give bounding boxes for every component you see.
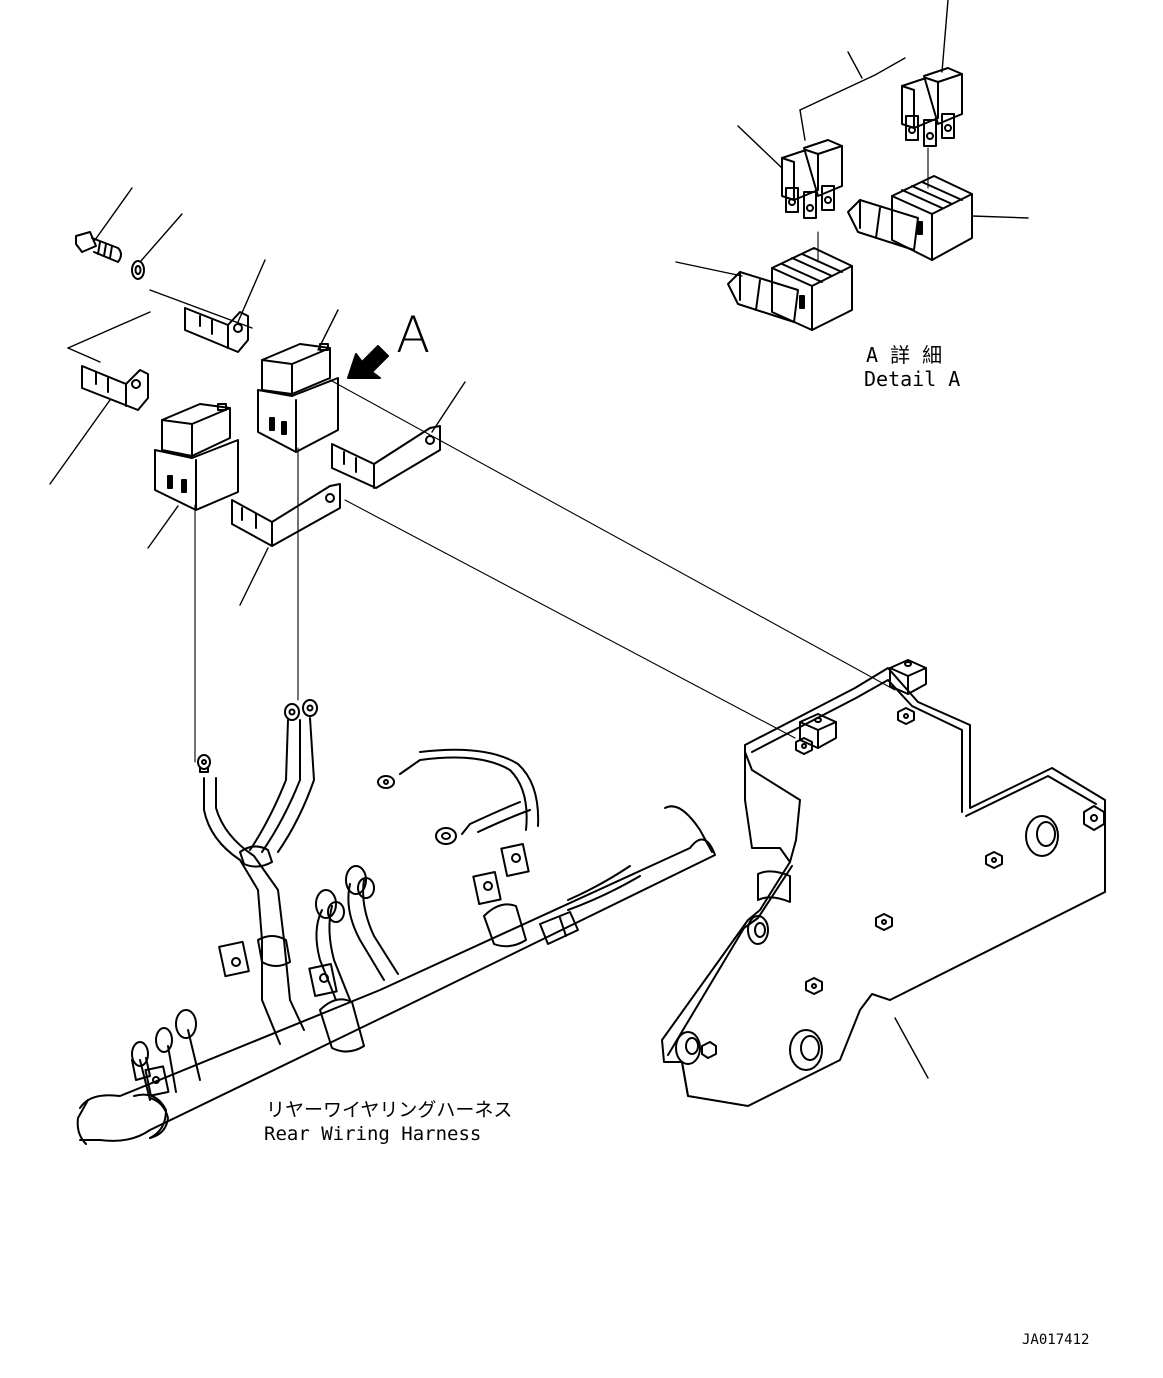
detail-title-jp: A 詳 細 [866, 343, 942, 367]
leader-lines [49, 0, 1029, 1079]
harness-label-en: Rear Wiring Harness [264, 1123, 481, 1145]
detail-a-holder-right [847, 175, 973, 261]
assembly-lines [194, 147, 929, 763]
detail-title-en: Detail A [864, 367, 960, 391]
long-bracket-upper [331, 425, 441, 489]
rear-wiring-harness [76, 699, 716, 1145]
detail-a-holder-left [727, 247, 853, 331]
detail-a-fuse-right [901, 67, 963, 147]
long-bracket-lower [231, 483, 341, 547]
washer [131, 260, 145, 280]
relay-upper [257, 343, 339, 453]
harness-label-jp: リヤーワイヤリングハーネス [266, 1099, 512, 1121]
small-bracket-upper [184, 307, 249, 353]
relay-lower [154, 403, 239, 511]
view-arrow-icon [347, 345, 389, 379]
detail-a-fuse-left [781, 139, 843, 219]
drawing-id: JA017412 [1022, 1332, 1089, 1348]
mounting-plate [661, 659, 1106, 1107]
small-bracket-lower [81, 365, 149, 411]
bolt [75, 231, 122, 263]
view-marker-label: A [396, 306, 430, 364]
